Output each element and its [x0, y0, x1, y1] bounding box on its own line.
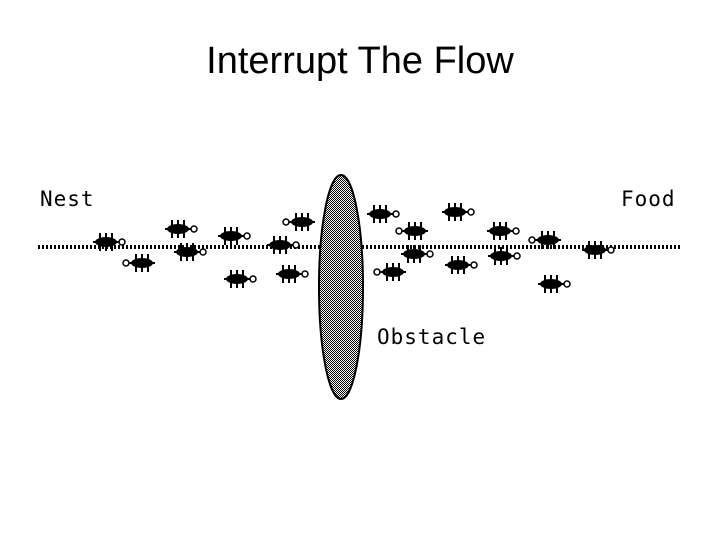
ant-icon	[282, 212, 316, 232]
ant-icon	[164, 219, 198, 239]
obstacle-label: Obstacle	[377, 325, 486, 349]
ant-icon	[373, 262, 407, 282]
slide-title: Interrupt The Flow	[206, 40, 514, 82]
food-label: Food	[621, 187, 676, 211]
ant-icon	[581, 240, 615, 260]
ant-icon	[92, 232, 126, 252]
ant-icon	[223, 269, 257, 289]
ant-icon	[486, 221, 520, 241]
ant-icon	[395, 221, 429, 241]
ant-icon	[266, 235, 300, 255]
ant-icon	[441, 202, 475, 222]
ant-icon	[487, 246, 521, 266]
nest-label: Nest	[40, 187, 95, 211]
ant-icon	[537, 274, 571, 294]
ant-icon	[366, 204, 400, 224]
ant-icon	[400, 244, 434, 264]
ant-icon	[528, 230, 562, 250]
ant-icon	[217, 226, 251, 246]
ant-icon	[444, 255, 478, 275]
ant-icon	[275, 264, 309, 284]
obstacle-shape	[318, 174, 364, 400]
ant-icon	[122, 253, 156, 273]
